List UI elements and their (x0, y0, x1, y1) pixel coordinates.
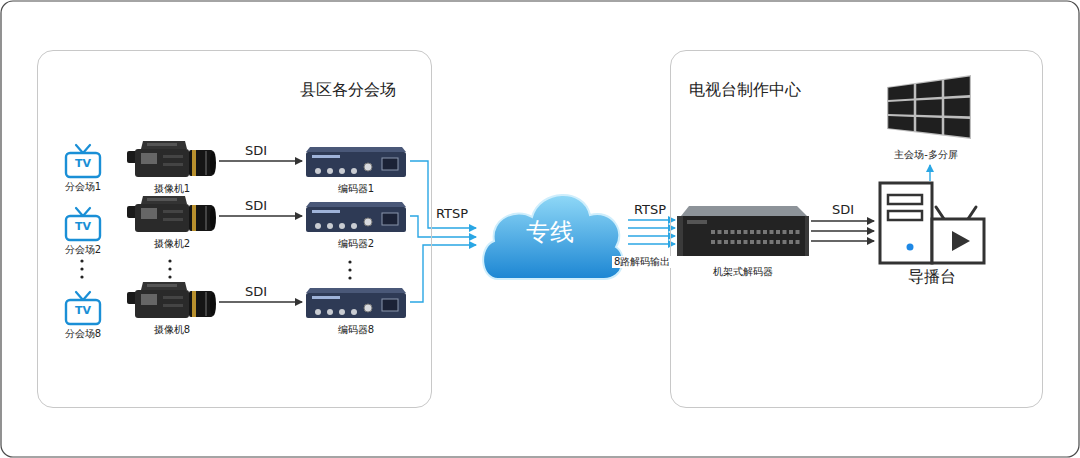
signal-label: SDI (243, 143, 269, 159)
node-label: 编码器2 (302, 238, 410, 250)
connector-line (628, 235, 675, 236)
signal-connector (219, 216, 302, 217)
connector-line (219, 215, 302, 216)
connector-line (628, 227, 675, 228)
signal-label: SDI (830, 202, 856, 218)
network-cloud: 专线 (476, 183, 628, 285)
node-label: 专线 (474, 218, 626, 247)
connector-line (628, 219, 675, 220)
camera-node: 摄像机8 (125, 278, 219, 336)
signal-connector (410, 245, 476, 302)
connector-line (929, 165, 930, 181)
node-label: 编码器1 (302, 183, 410, 195)
tv-symbol-text: TV (58, 304, 108, 317)
connector-line (410, 161, 476, 228)
node-label: 导播台 (874, 267, 990, 286)
signal-connector (219, 161, 302, 162)
region-title: 县区各分会场 (300, 80, 396, 99)
enc-illustration (304, 198, 408, 238)
venue-tv-icon: TV 分会场2 (58, 204, 108, 258)
tv-symbol-text: TV (58, 157, 108, 170)
wall-illustration (873, 75, 979, 147)
venue-tv-icon: TV 分会场8 (58, 288, 108, 342)
enc-illustration (304, 284, 408, 324)
venue-tv-icon: TV 分会场1 (58, 141, 108, 195)
region-panel: 县区各分会场TV分会场1摄像机1编码器1TV分会场2摄像机2编码器2TV分会场8… (37, 50, 432, 408)
ellipsis-dots (80, 259, 351, 279)
node-label: 主会场-多分屏 (871, 149, 981, 161)
camera-node: 摄像机2 (125, 192, 219, 250)
connector-line (628, 243, 675, 244)
signal-connector (410, 161, 476, 228)
camera-node: 摄像机1 (125, 137, 219, 195)
region-panel: 电视台制作中心机架式解码器 主会场-多分屏导播台 (670, 50, 1043, 408)
signal-connector (219, 302, 302, 303)
note-label: 8路解码输出 (612, 256, 672, 268)
enc-illustration (304, 143, 408, 183)
node-label: 摄像机2 (125, 238, 219, 250)
tv-symbol-text: TV (58, 220, 108, 233)
signal-connector (811, 221, 874, 241)
signal-connector (930, 165, 931, 181)
signal-label: SDI (243, 198, 269, 214)
cam-illustration (127, 192, 217, 240)
signal-connector (628, 220, 675, 244)
video-wall-node: 主会场-多分屏 (871, 75, 981, 165)
dir-illustration (876, 181, 988, 269)
encoder-node: 编码器1 (302, 143, 410, 197)
node-label: 编码器8 (302, 324, 410, 336)
encoder-node: 编码器8 (302, 284, 410, 338)
signal-label: RTSP (632, 202, 668, 218)
connector-line (811, 220, 874, 221)
cam-illustration (127, 278, 217, 326)
cam-illustration (127, 137, 217, 185)
encoder-node: 编码器2 (302, 198, 410, 252)
region-title: 电视台制作中心 (689, 80, 801, 99)
node-label: 分会场8 (58, 328, 108, 340)
connector-line (811, 240, 874, 241)
decoder-node: 机架式解码器 (675, 204, 811, 280)
node-label: 摄像机8 (125, 324, 219, 336)
signal-label: SDI (243, 284, 269, 300)
connector-line (219, 301, 302, 302)
node-label: 摄像机1 (125, 183, 219, 195)
connector-line (219, 160, 302, 161)
dec-illustration (677, 204, 809, 264)
node-label: 机架式解码器 (675, 266, 811, 278)
node-label: 分会场2 (58, 244, 108, 256)
node-label: 分会场1 (58, 181, 108, 193)
signal-label: RTSP (434, 206, 470, 222)
director-console-node: 导播台 (874, 181, 990, 289)
connector-line (410, 245, 476, 302)
connector-line (811, 230, 874, 231)
